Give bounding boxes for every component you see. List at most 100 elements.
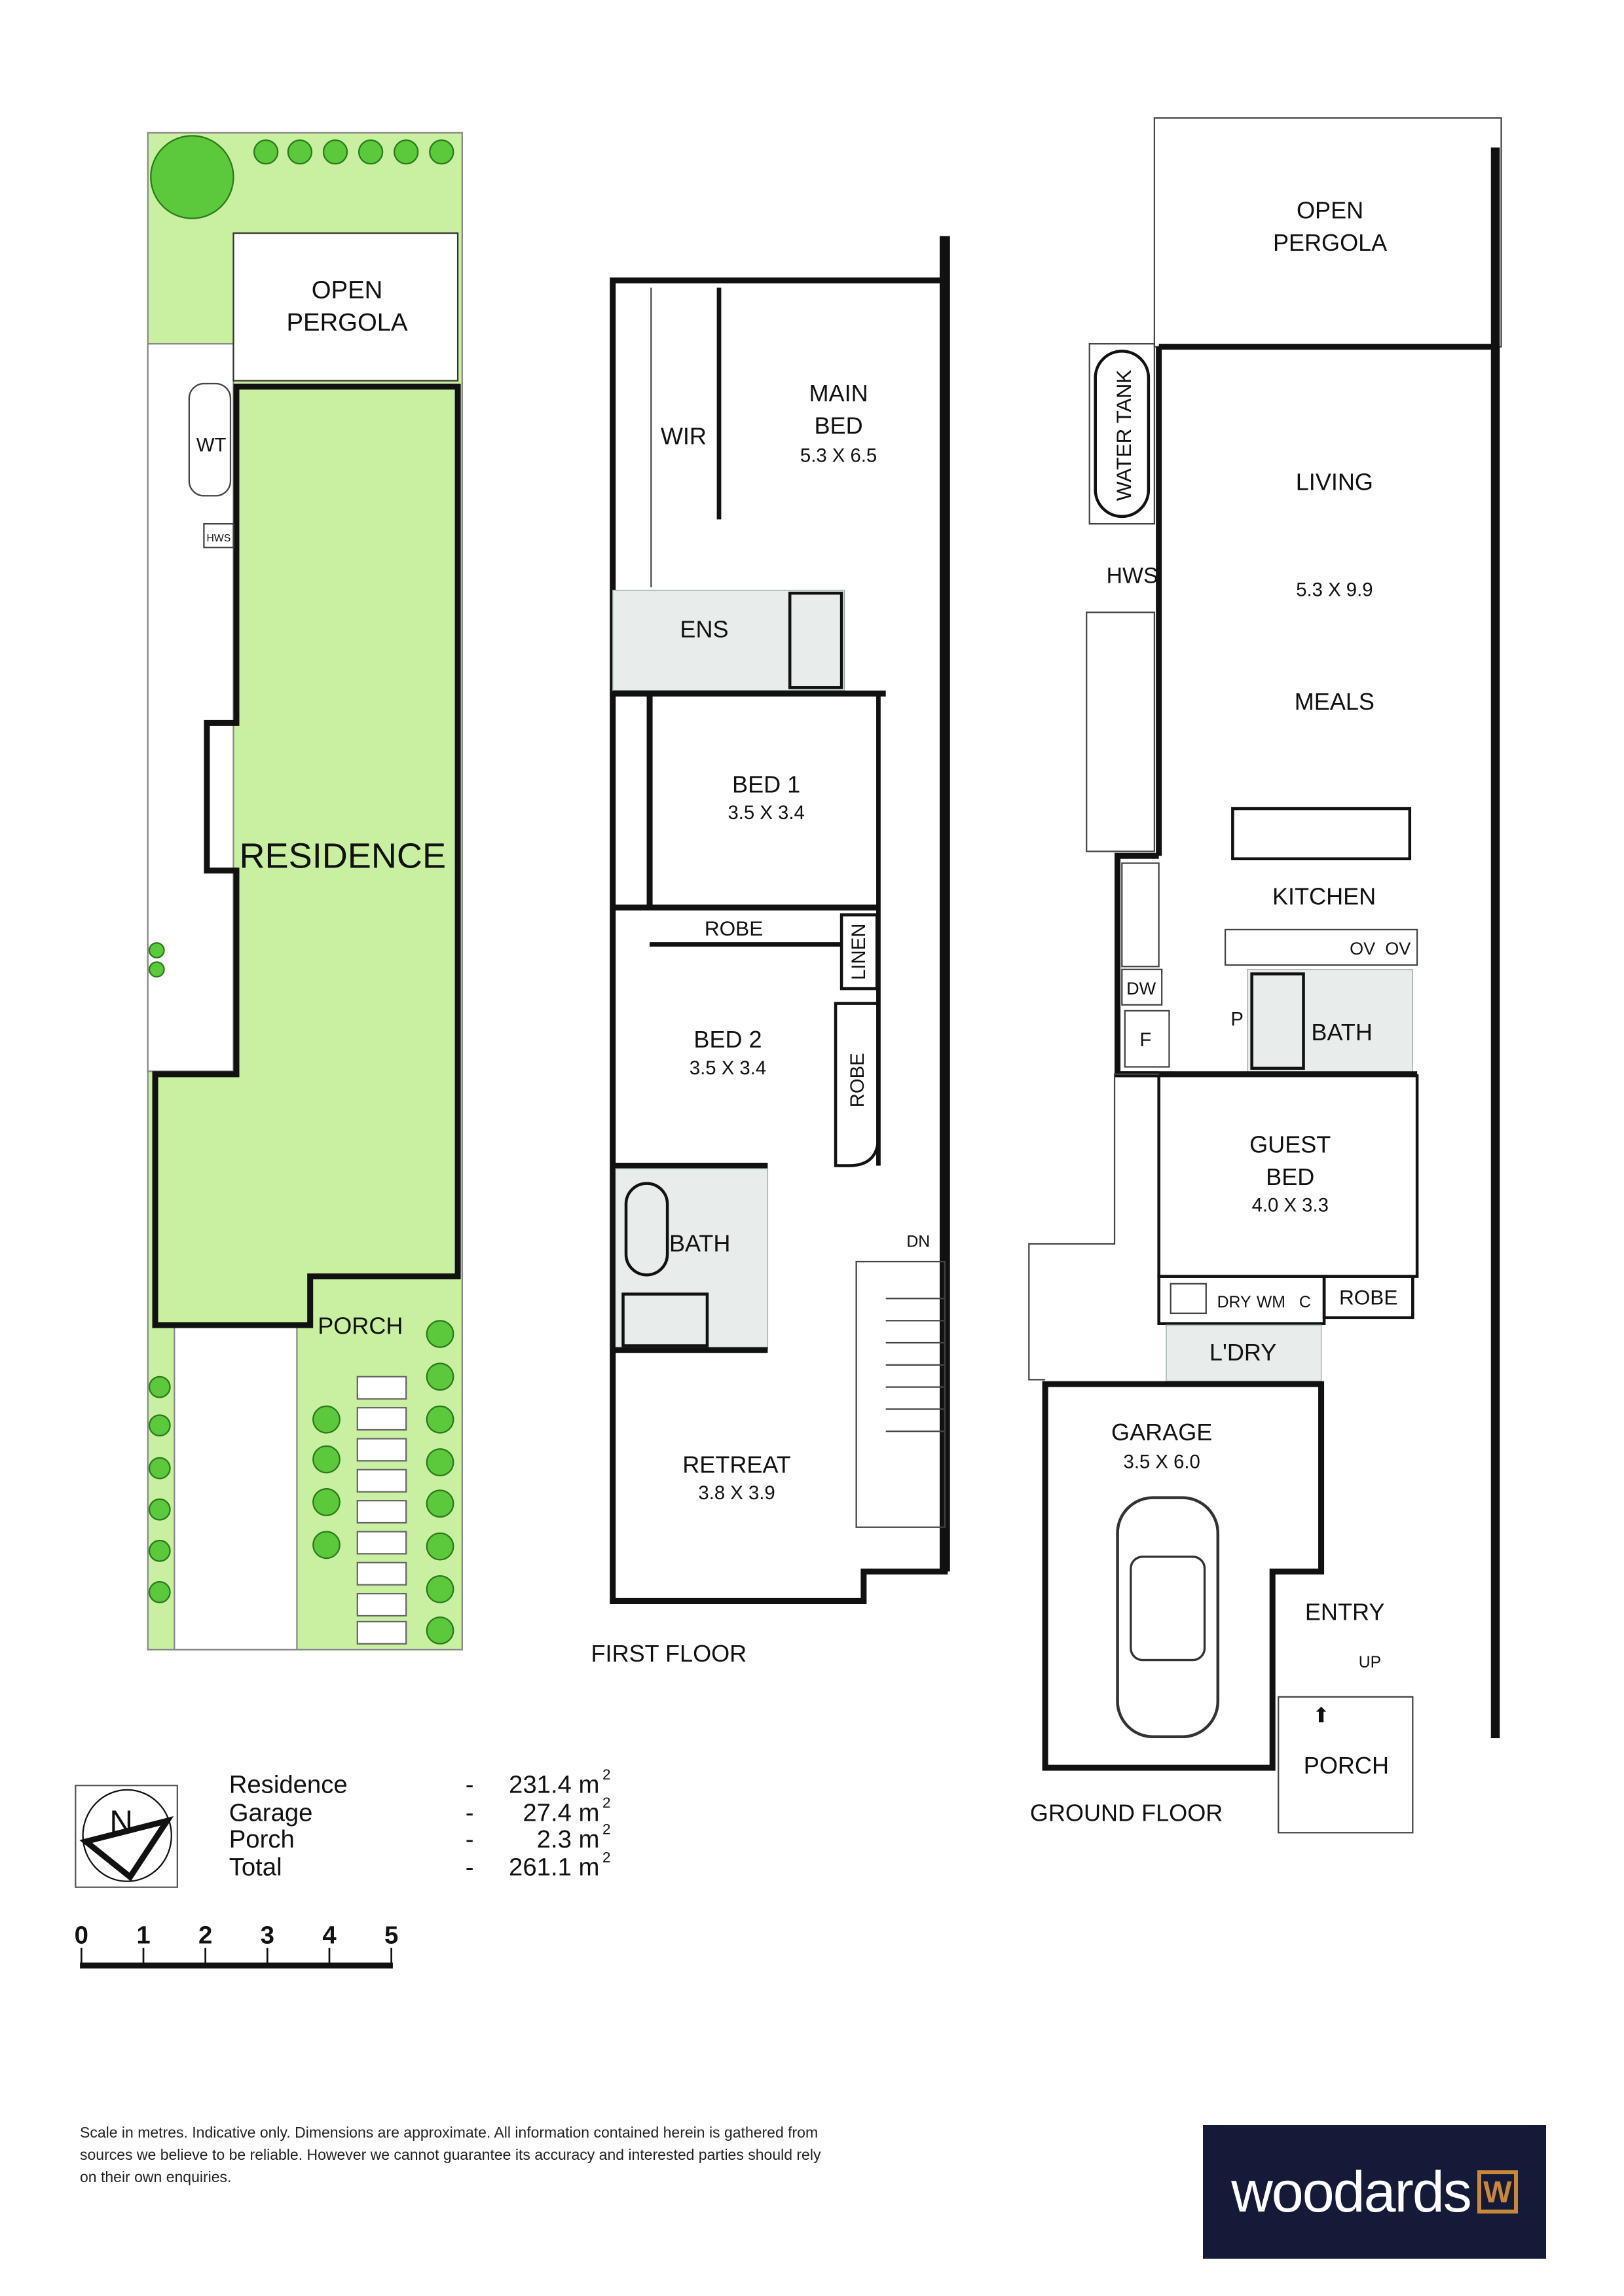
tree-icon <box>150 135 234 219</box>
area-sup: 2 <box>602 1821 611 1838</box>
main-bed-dims: 5.3 X 6.5 <box>800 445 877 466</box>
area-table: Residence - 231.4 m 2 Garage - 27.4 m 2 … <box>229 1766 611 1882</box>
fridge-label: F <box>1139 1029 1151 1051</box>
scale-tick: 5 <box>384 1921 398 1949</box>
pantry-label: P <box>1230 1008 1244 1030</box>
site-residence-outline <box>152 384 461 1328</box>
site-pergola-label-2: PERGOLA <box>286 308 408 337</box>
site-pergola-label-1: OPEN <box>312 276 383 304</box>
north-arrow-icon <box>79 1816 174 1882</box>
oven-2-label: OV <box>1385 939 1411 958</box>
site-porch-label: PORCH <box>318 1312 403 1339</box>
north-arrow: N <box>75 1785 178 1888</box>
entry-arrow-icon: ⬆ <box>1312 1703 1329 1726</box>
scale-bar: 0 1 2 3 4 5 <box>75 1921 398 1969</box>
bed1-label: BED 1 <box>732 771 800 797</box>
living-dims: 5.3 X 9.9 <box>1296 579 1373 601</box>
logo-wordmark: woodards <box>1231 2159 1472 2224</box>
water-tank-label: WATER TANK <box>1112 370 1135 501</box>
area-value: 231.4 m <box>509 1770 599 1798</box>
ensuite-tiles <box>612 589 845 691</box>
site-hws <box>203 522 234 549</box>
area-sep: - <box>466 1798 474 1827</box>
car-icon <box>1116 1496 1220 1739</box>
stairs <box>855 1260 946 1528</box>
scale-tick: 1 <box>136 1921 150 1949</box>
robe2-label: ROBE <box>847 1053 868 1107</box>
shrub-row-top <box>253 139 454 165</box>
oven-1-label: OV <box>1350 939 1375 958</box>
entry-label: ENTRY <box>1305 1599 1385 1626</box>
wir-label: WIR <box>661 422 707 449</box>
robe1-label: ROBE <box>705 917 763 940</box>
bed2-label: BED 2 <box>693 1026 762 1053</box>
garage-label: GARAGE <box>1111 1419 1212 1446</box>
shrubs-front <box>148 942 454 1645</box>
first-floor-plan: WIR MAIN BED 5.3 X 6.5 ENS BED 1 3.5 X 3… <box>591 236 950 1667</box>
area-sep: - <box>466 1853 474 1882</box>
area-value: 261.1 m <box>509 1853 599 1882</box>
guest-bed-label-1: GUEST <box>1249 1131 1331 1157</box>
first-bath-label: BATH <box>669 1230 730 1256</box>
driveway <box>174 1324 298 1650</box>
ground-porch-label: PORCH <box>1304 1752 1389 1779</box>
area-sep: - <box>466 1825 474 1853</box>
scale-tick: 3 <box>261 1921 274 1949</box>
living-label: LIVING <box>1296 468 1373 495</box>
area-value: 2.3 m <box>537 1825 600 1853</box>
area-sup: 2 <box>602 1766 611 1783</box>
stairs-dn-label: DN <box>906 1233 930 1251</box>
laundry-tiles <box>1166 1324 1322 1382</box>
dw-label: DW <box>1126 979 1156 998</box>
ground-pergola-label-1: OPEN <box>1297 197 1363 224</box>
cupboard-label: C <box>1299 1294 1311 1311</box>
site-water-tank <box>188 382 232 497</box>
area-value: 27.4 m <box>523 1798 599 1827</box>
site-hws-label: HWS <box>207 533 231 544</box>
linen-label: LINEN <box>848 924 870 980</box>
area-label: Residence <box>229 1770 348 1798</box>
site-wt-label: WT <box>196 435 227 456</box>
ground-bath-label: BATH <box>1311 1019 1372 1046</box>
bed2-dims: 3.5 X 3.4 <box>690 1057 766 1079</box>
bath-tiles <box>615 1168 769 1349</box>
site-plan: OPEN PERGOLA WT HWS RESIDENCE PORCH <box>147 132 463 1650</box>
area-label: Total <box>229 1853 282 1882</box>
area-sep: - <box>466 1770 474 1798</box>
parking-pavers <box>356 1376 407 1645</box>
ground-hws-label: HWS <box>1107 563 1158 588</box>
kitchen-island <box>1231 807 1412 860</box>
meals-label: MEALS <box>1295 688 1375 715</box>
ground-floor-title: GROUND FLOOR <box>1030 1799 1223 1826</box>
logo-mark-icon: W <box>1477 2170 1518 2214</box>
guest-bed-label-2: BED <box>1266 1163 1314 1190</box>
water-tank <box>1094 350 1151 519</box>
kitchen-label: KITCHEN <box>1272 883 1376 910</box>
scale-tick: 4 <box>322 1921 337 1949</box>
garage-outline <box>1042 1381 1325 1771</box>
ens-label: ENS <box>680 616 728 643</box>
area-sup: 2 <box>602 1849 611 1865</box>
stairs-up-label: UP <box>1359 1654 1381 1671</box>
ground-pergola-label-2: PERGOLA <box>1273 229 1387 256</box>
ground-bath-tiles <box>1247 969 1413 1074</box>
scale-tick: 2 <box>198 1921 212 1949</box>
garage-dims: 3.5 X 6.0 <box>1124 1451 1200 1473</box>
area-sup: 2 <box>602 1795 611 1811</box>
site-pergola <box>232 232 459 382</box>
ground-floor-plan: OPEN PERGOLA WATER TANK HWS LIVING 5.3 X… <box>1028 117 1502 1834</box>
site-residence-label: RESIDENCE <box>240 836 447 875</box>
area-label: Porch <box>229 1825 295 1853</box>
ground-porch <box>1278 1696 1414 1834</box>
bed1-dims: 3.5 X 3.4 <box>728 802 804 824</box>
main-bed-label-1: MAIN <box>809 380 868 407</box>
scale-tick: 0 <box>75 1921 88 1949</box>
woodards-logo: woodards W <box>1203 2125 1546 2259</box>
first-floor-outline <box>610 277 948 1604</box>
first-floor-title: FIRST FLOOR <box>591 1640 747 1667</box>
laundry-label: L'DRY <box>1209 1339 1276 1366</box>
dryer-label: DRY <box>1217 1294 1251 1311</box>
area-label: Garage <box>229 1798 313 1827</box>
ground-robe-label: ROBE <box>1339 1285 1397 1309</box>
